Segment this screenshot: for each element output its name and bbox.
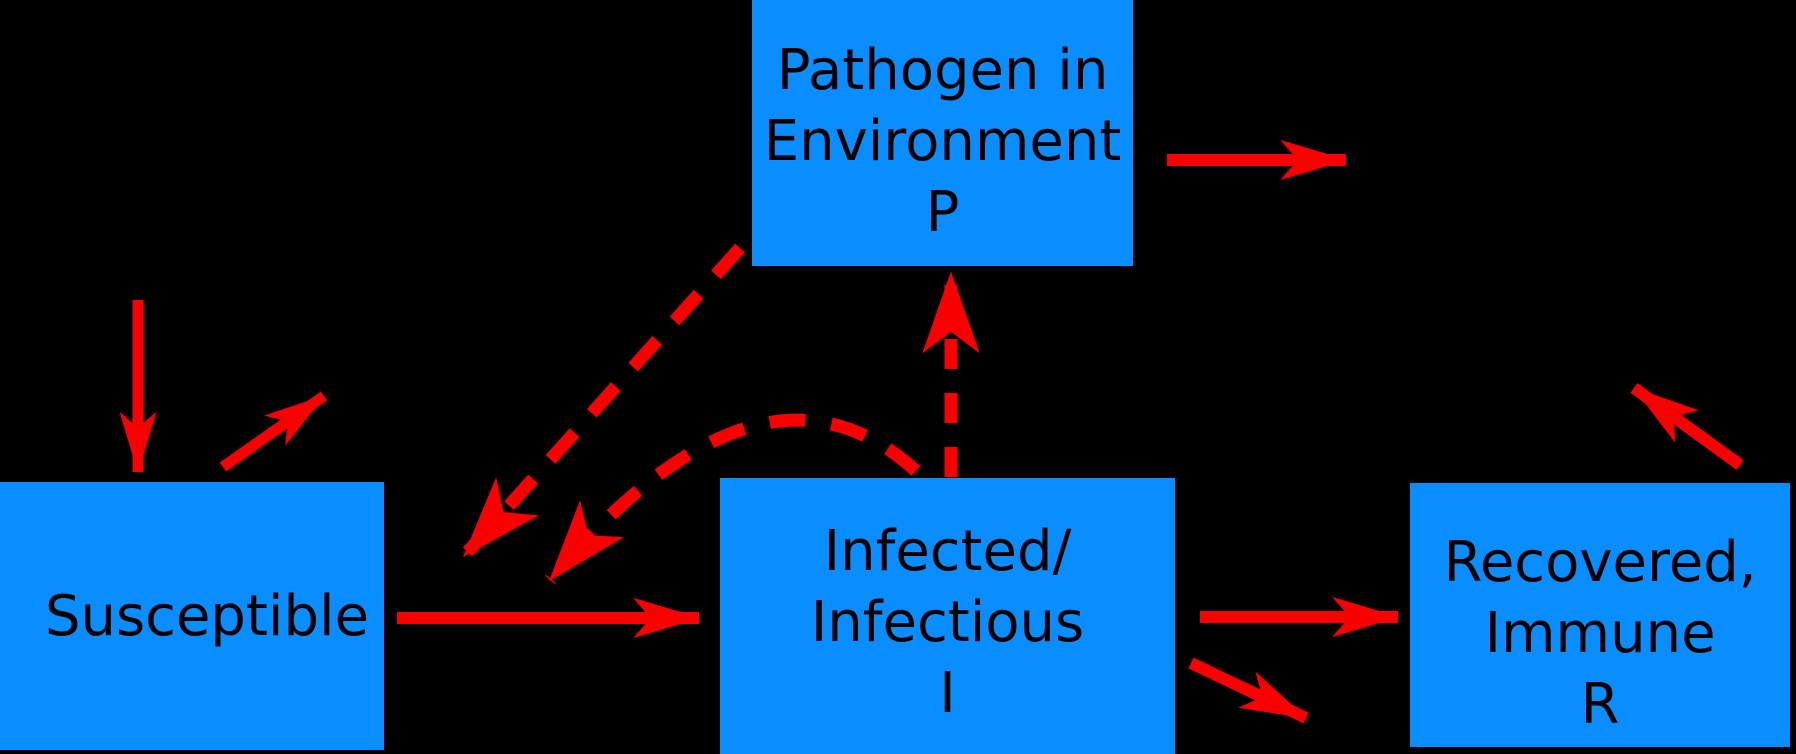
node-label-line: Infected/ <box>823 518 1072 584</box>
arrow-out-of-infected-bottom <box>1188 657 1309 724</box>
node-label-line: R <box>1580 671 1620 737</box>
node-label-line: Environment <box>763 108 1122 174</box>
node-label-line: Pathogen in <box>776 37 1109 103</box>
node-label-line: Infectious <box>810 589 1085 655</box>
node-recovered-immune: Recovered, Immune R <box>1410 483 1790 747</box>
node-infected-infectious: Infected/ Infectious I <box>720 478 1175 754</box>
arrow-out-of-recovered-top <box>1630 383 1744 470</box>
node-label-line: I <box>939 660 956 726</box>
node-label-line: P <box>925 179 960 245</box>
node-label-line: Susceptible <box>44 583 370 649</box>
node-label-line: Recovered, <box>1443 529 1757 595</box>
node-susceptible: Susceptible <box>0 482 384 750</box>
node-label-line: Immune <box>1484 600 1716 666</box>
dashed-arrow-pathogen-to-susceptible <box>459 243 745 561</box>
node-pathogen-environment: Pathogen in Environment P <box>752 0 1133 266</box>
arrow-out-of-susceptible-top <box>219 391 328 472</box>
